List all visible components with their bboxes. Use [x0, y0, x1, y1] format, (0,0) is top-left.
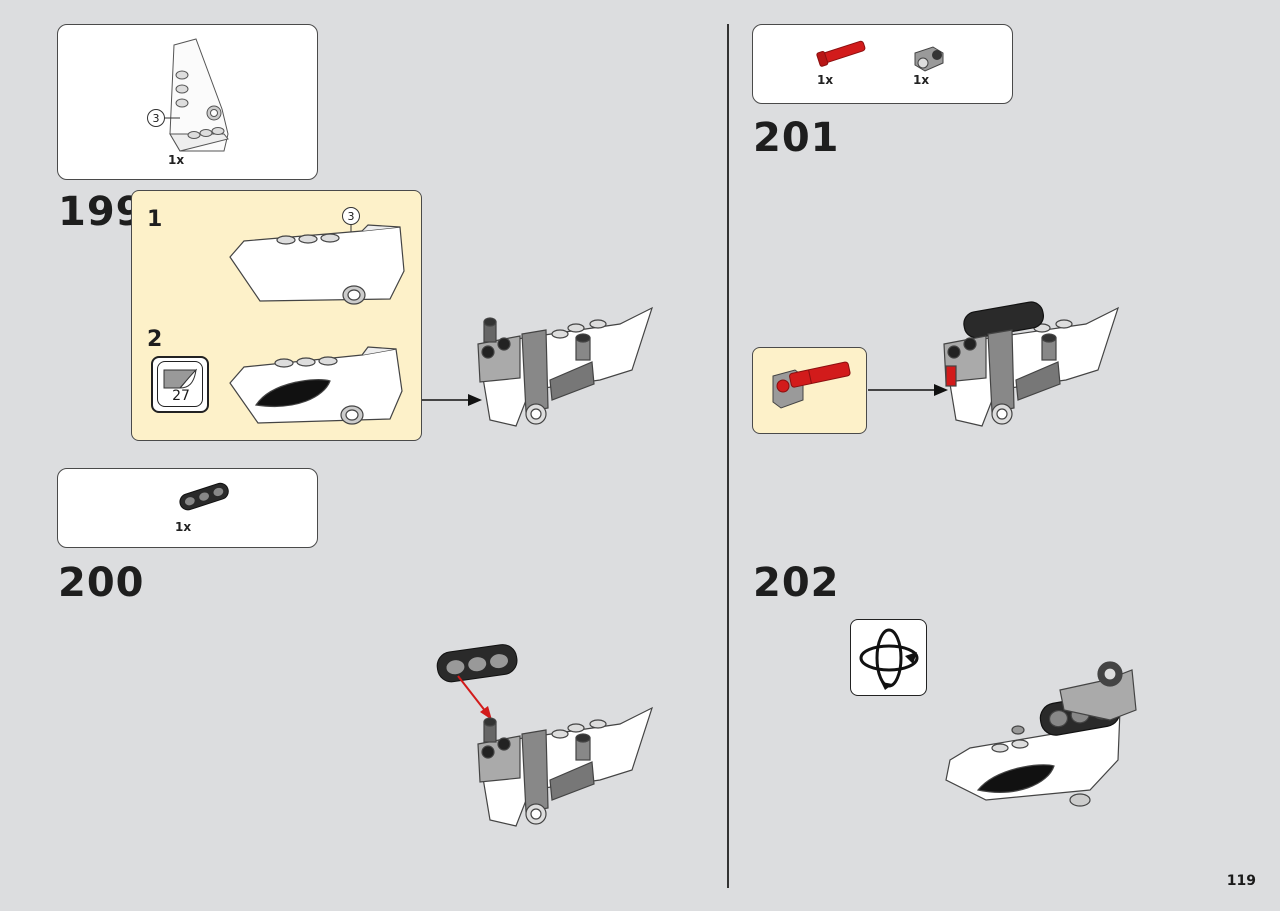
substep-label-1: 1 — [147, 207, 163, 232]
red-axle-pin-image — [816, 40, 944, 72]
part-quantity: 1x — [175, 520, 192, 534]
step-number-200: 200 — [58, 560, 145, 606]
callout-badge: 3 — [342, 207, 360, 225]
step-number-201: 201 — [753, 115, 840, 161]
beam-part-image — [179, 482, 229, 511]
step-201-assembly — [868, 301, 1120, 427]
step-number-202: 202 — [753, 560, 840, 606]
step-202-assembly — [945, 661, 1137, 807]
step-199-assembly — [422, 306, 654, 427]
subassembly-box-201 — [752, 347, 867, 434]
callout-badge: 3 — [147, 109, 165, 127]
part-quantity: 1x — [913, 73, 930, 87]
subassembly-box-199: 1 3 2 27 — [131, 190, 422, 441]
part-quantity: 1x — [168, 153, 185, 167]
parts-box-201: 1x 1x — [752, 24, 1013, 104]
sticker-callout: 27 — [151, 356, 209, 413]
parts-box-199: 3 1x — [57, 24, 318, 180]
panel-part-white — [229, 224, 405, 425]
step-number-199: 199 — [58, 189, 145, 235]
sticker-number: 27 — [172, 388, 190, 404]
page-number: 119 — [1226, 873, 1256, 889]
panel-part-image — [164, 38, 229, 152]
connector-assembly-image — [772, 361, 851, 409]
parts-box-200: 1x — [57, 468, 318, 548]
step-200-assembly — [436, 644, 654, 827]
part-quantity: 1x — [817, 73, 834, 87]
substep-label-2: 2 — [147, 327, 163, 352]
sticker-icon: 27 — [157, 361, 203, 407]
rotate-model-icon — [850, 619, 927, 696]
page-divider — [727, 24, 729, 888]
